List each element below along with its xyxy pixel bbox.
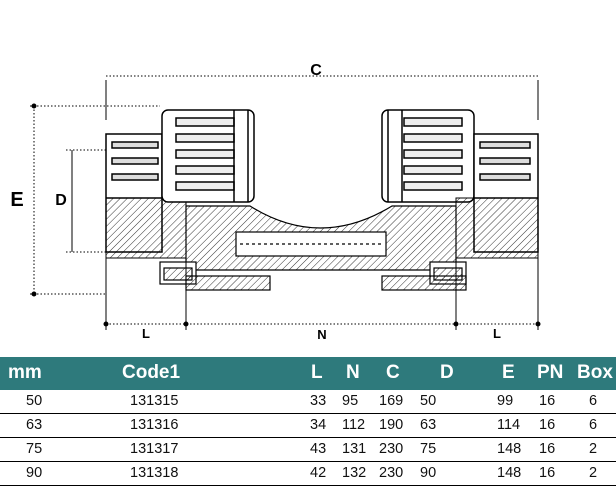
cell-box: 6: [589, 417, 598, 433]
header-e: E: [502, 362, 515, 383]
dimension-label-c: C: [310, 62, 322, 79]
cell-code1: 131317: [130, 441, 179, 457]
table-row: 63 131316 34 112 190 63 114 16 6: [0, 414, 616, 438]
table-row: 50 131315 33 95 169 50 99 16 6: [0, 390, 616, 414]
header-n: N: [346, 362, 360, 383]
left-union-nut: [161, 109, 255, 203]
cell-code1: 131316: [130, 417, 179, 433]
cell-n: 95: [342, 393, 359, 409]
specification-table: mm Code1 L N C D E PN Box 50 131315 33 9…: [0, 357, 616, 486]
cell-n: 112: [342, 417, 366, 433]
cell-mm: 63: [26, 417, 43, 433]
cell-pn: 16: [539, 441, 556, 457]
cell-d: 90: [420, 465, 437, 481]
cell-l: 34: [310, 417, 327, 433]
cell-c: 230: [379, 441, 404, 457]
dimension-label-n: N: [317, 327, 326, 342]
header-l: L: [311, 362, 323, 383]
header-d: D: [440, 362, 454, 383]
dimension-label-d: D: [55, 192, 67, 209]
table-row: 90 131318 42 132 230 90 148 16 2: [0, 462, 616, 486]
central-section: [159, 205, 467, 291]
cell-code1: 131318: [130, 465, 179, 481]
cell-n: 131: [342, 441, 367, 457]
cell-pn: 16: [539, 465, 556, 481]
dimension-d: [66, 149, 110, 253]
cell-mm: 90: [26, 465, 43, 481]
dimension-label-e: E: [10, 189, 23, 211]
cell-e: 99: [497, 393, 514, 409]
left-socket-body: [105, 133, 187, 259]
cell-code1: 131315: [130, 393, 179, 409]
header-code1: Code1: [122, 362, 181, 383]
cell-d: 50: [420, 393, 437, 409]
cell-l: 42: [310, 465, 327, 481]
header-c: C: [386, 362, 400, 383]
cell-box: 6: [589, 393, 598, 409]
table-header: mm Code1 L N C D E PN Box: [0, 357, 616, 390]
cell-d: 75: [420, 441, 437, 457]
dimension-label-l-right: L: [493, 326, 501, 341]
cell-mm: 75: [26, 441, 43, 457]
cell-e: 148: [497, 465, 522, 481]
cell-n: 132: [342, 465, 367, 481]
cell-mm: 50: [26, 393, 43, 409]
cell-pn: 16: [539, 393, 556, 409]
cell-l: 43: [310, 441, 327, 457]
cell-c: 230: [379, 465, 404, 481]
cell-c: 190: [379, 417, 404, 433]
union-technical-drawing: C E D: [10, 62, 541, 342]
table-row: 75 131317 43 131 230 75 148 16 2: [0, 438, 616, 462]
header-mm: mm: [8, 362, 42, 383]
cell-box: 2: [589, 441, 598, 457]
cell-d: 63: [420, 417, 437, 433]
cell-e: 148: [497, 441, 522, 457]
cell-c: 169: [379, 393, 404, 409]
right-socket-body: [455, 133, 539, 259]
cell-l: 33: [310, 393, 327, 409]
header-box: Box: [577, 362, 613, 383]
cell-box: 2: [589, 465, 598, 481]
dimension-label-l-left: L: [142, 326, 150, 341]
dimension-e: [30, 103, 160, 297]
cell-pn: 16: [539, 417, 556, 433]
cell-e: 114: [497, 417, 521, 433]
dimension-l-n-l: [103, 258, 541, 330]
right-union-nut: [381, 109, 475, 203]
dimension-c: [105, 75, 539, 120]
header-pn: PN: [537, 362, 564, 383]
